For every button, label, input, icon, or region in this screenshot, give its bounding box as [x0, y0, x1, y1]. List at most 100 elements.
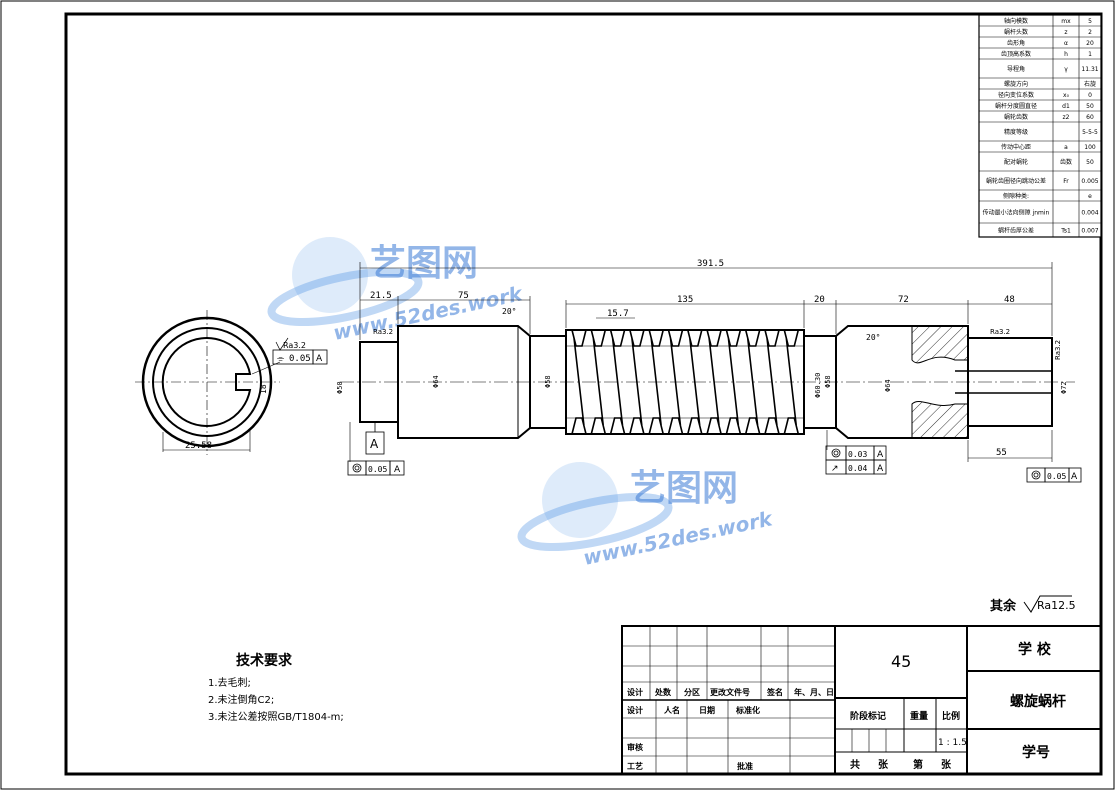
param-value: 5 — [1088, 18, 1092, 25]
param-name: 蜗杆齿厚公差 — [998, 227, 1034, 235]
gdt-value: 0.05 — [368, 465, 387, 474]
param-value: 100 — [1084, 144, 1096, 151]
param-row: 传动最小法向侧隙 jnmin 0.004 — [983, 209, 1099, 217]
param-symbol: a — [1064, 144, 1068, 151]
param-symbol: h — [1064, 51, 1068, 58]
param-value: 0.007 — [1081, 228, 1098, 235]
tech-requirements: 技术要求 1.去毛刺; 2.未注倒角C2; 3.未注公差按照GB/T1804-m… — [208, 652, 344, 723]
dia-64-left: Φ64 — [432, 375, 440, 388]
gdt-runout-1: 0.05 A — [347, 422, 405, 476]
gdt-ref: A — [394, 465, 401, 475]
part-name: 螺旋蜗杆 — [1010, 693, 1066, 710]
param-name: 导程角 — [1007, 65, 1025, 73]
param-name: 传动中心距 — [1001, 143, 1031, 151]
param-value: 11.31 — [1081, 66, 1098, 73]
param-value: 60 — [1086, 114, 1094, 121]
svg-text:批准: 批准 — [737, 761, 753, 771]
dia-60-pitch: Φ60.30 — [814, 373, 822, 398]
param-symbol: α — [1064, 40, 1068, 47]
dim-55: 55 — [996, 448, 1007, 458]
svg-text:分区: 分区 — [684, 687, 700, 697]
gdt-runout-2: 0.03 A ↗ 0.04 A — [825, 430, 887, 475]
param-row: 蜗杆头数 z 2 — [1004, 28, 1092, 36]
param-name: 精度等级 — [1004, 128, 1028, 136]
param-row: 精度等级 5-5-5 — [1004, 128, 1098, 136]
datum-label: A — [370, 437, 379, 451]
svg-text:设计: 设计 — [627, 705, 643, 715]
param-value: 0 — [1088, 92, 1092, 99]
dim-72: 72 — [898, 295, 909, 305]
svg-text:第: 第 — [913, 758, 923, 771]
param-symbol: z2 — [1063, 114, 1070, 121]
dia-58-right: Φ58 — [824, 375, 832, 388]
param-name: 蜗杆头数 — [1004, 28, 1028, 36]
dim-21-5: 21.5 — [370, 291, 392, 301]
svg-text:Ra3.2: Ra3.2 — [990, 328, 1010, 336]
svg-text:年、月、日: 年、月、日 — [794, 687, 834, 697]
svg-text:处数: 处数 — [654, 687, 672, 697]
param-row: 轴向模数 mx 5 — [1004, 17, 1092, 25]
remaining-label: 其余 — [990, 598, 1017, 614]
param-value: 2 — [1088, 29, 1092, 36]
param-value: 右旋 — [1084, 80, 1096, 88]
dim-48: 48 — [1004, 295, 1015, 305]
param-name: 轴向模数 — [1004, 17, 1028, 25]
param-name: 蜗轮齿圈径向跳动公差 — [986, 177, 1046, 185]
scale-value: 1 : 1.5 — [938, 738, 967, 748]
svg-text:阶段标记: 阶段标记 — [850, 710, 886, 722]
param-name: 齿顶高系数 — [1001, 50, 1031, 58]
border-frame — [64, 12, 1103, 776]
watermark-brand: 艺图网 — [370, 243, 478, 284]
angle-right: 20° — [866, 333, 880, 342]
svg-text:人名: 人名 — [664, 705, 680, 715]
datum-a: A — [365, 422, 385, 455]
dim-20: 20 — [814, 295, 825, 305]
param-value: 0.004 — [1081, 210, 1098, 217]
tech-item: 3.未注公差按照GB/T1804-m; — [208, 710, 344, 723]
roughness-keyway: Ra3.2 — [283, 341, 306, 350]
param-name: 传动最小法向侧隙 jnmin — [983, 209, 1050, 217]
svg-text:签名: 签名 — [766, 687, 783, 697]
student-no: 学号 — [1022, 744, 1050, 761]
keyway-depth-label: 18 — [259, 384, 268, 394]
gdt-value: 0.04 — [848, 464, 867, 473]
dim-pitch: 15.7 — [607, 309, 629, 319]
remaining-roughness: 其余 Ra12.5 — [990, 595, 1076, 614]
param-symbol: mx — [1061, 18, 1071, 25]
dia-72-right: Φ72 — [1060, 381, 1068, 394]
param-value: e — [1088, 193, 1092, 200]
param-row: 传动中心距 a 100 — [1001, 143, 1096, 151]
dimensions — [359, 262, 1053, 462]
param-row: 螺旋方向 右旋 — [1004, 80, 1096, 88]
param-name: 螺旋方向 — [1004, 80, 1028, 88]
watermark-lower: 艺图网 www.52des.work — [517, 462, 776, 570]
param-symbol: Fr — [1063, 178, 1069, 185]
dimension-labels: 391.5 21.5 75 135 20 72 48 15.7 55 20° 2… — [336, 259, 1068, 458]
param-name: 蜗杆分度圆直径 — [995, 102, 1037, 110]
symmetry-tolerance: 0.05 — [289, 354, 311, 364]
param-symbol: z — [1064, 29, 1067, 36]
gdt-ref: A — [877, 450, 884, 460]
gdt-ref: A — [877, 464, 884, 474]
tech-title: 技术要求 — [236, 652, 293, 669]
tech-item: 2.未注倒角C2; — [208, 693, 274, 706]
svg-text:更改文件号: 更改文件号 — [710, 687, 750, 697]
param-value: 0.005 — [1081, 178, 1098, 185]
param-row: 侧隙种类:e — [1003, 192, 1092, 200]
dia-64-right: Φ64 — [884, 379, 892, 392]
svg-text:重量: 重量 — [910, 710, 928, 722]
gdt-value: 0.03 — [848, 450, 867, 459]
svg-text:Ra3.2: Ra3.2 — [373, 328, 393, 336]
param-symbol: d1 — [1062, 103, 1070, 110]
param-value: 5-5-5 — [1082, 129, 1098, 136]
svg-text:比例: 比例 — [942, 710, 960, 722]
svg-text:设计: 设计 — [627, 687, 643, 697]
